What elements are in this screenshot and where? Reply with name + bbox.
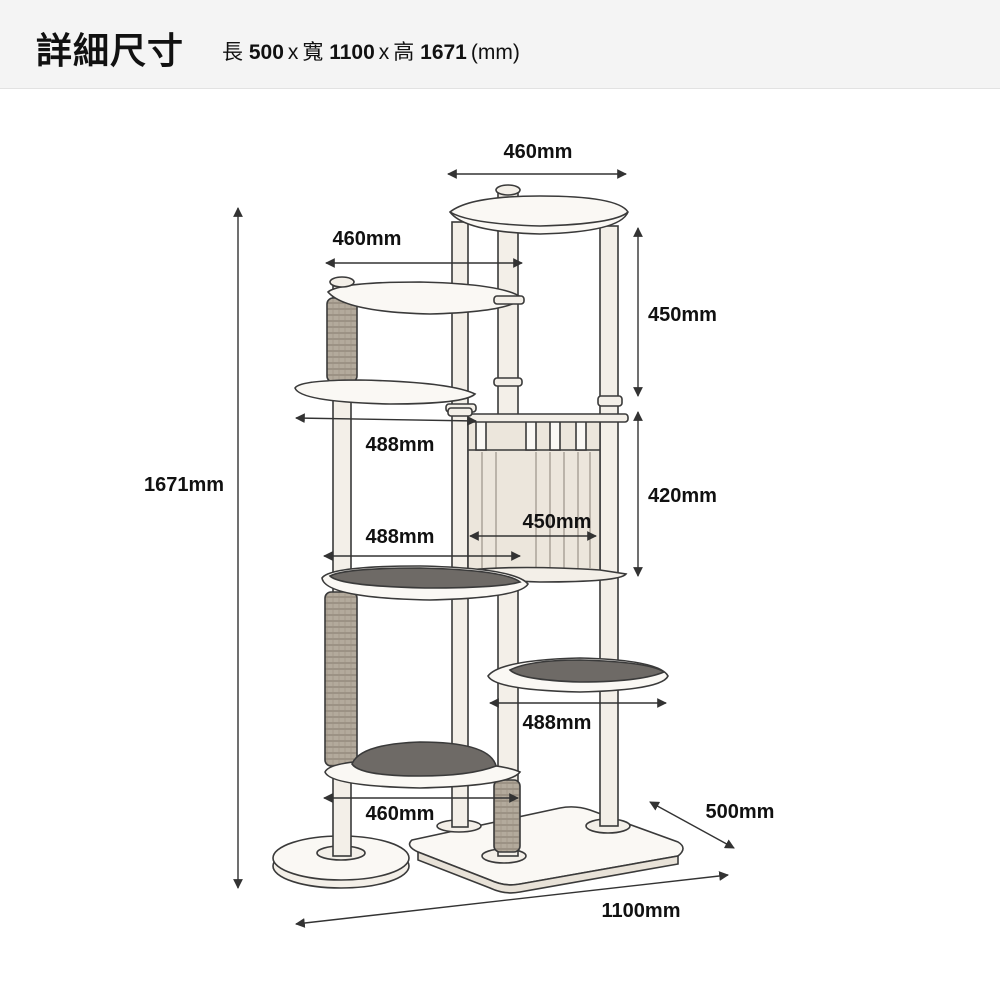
dimension-labels: 460mm 460mm 450mm 1671mm 488mm 420mm 450…: [144, 141, 775, 922]
label-second-width: 460mm: [333, 228, 402, 250]
cat-tree-diagram: 460mm 460mm 450mm 1671mm 488mm 420mm 450…: [144, 141, 775, 928]
unit-label: (mm): [470, 41, 520, 64]
label-box-height: 420mm: [648, 485, 717, 507]
sisal-lower: [324, 591, 358, 767]
top-platform: [448, 195, 629, 235]
dim-line-base-width: [295, 871, 729, 928]
height-value: 1671: [420, 41, 467, 64]
separator: x: [378, 41, 390, 64]
page-title: 詳細尺寸: [36, 30, 185, 71]
dimension-lines: [233, 169, 735, 928]
label-base-depth: 500mm: [706, 801, 775, 823]
label-middle-step: 488mm: [366, 526, 435, 548]
label-top-width: 460mm: [504, 141, 573, 163]
label-total-height: 1671mm: [144, 474, 224, 496]
label-left-step: 488mm: [366, 434, 435, 456]
label-bottom-left: 460mm: [366, 803, 435, 825]
label-base-width: 1100mm: [602, 900, 681, 922]
sisal-upper: [326, 297, 358, 383]
post-right: [599, 225, 619, 827]
width-label: 寬: [302, 41, 324, 64]
dim-line-base-depth: [649, 801, 735, 849]
left-step-platform: [294, 379, 477, 405]
width-value: 1100: [329, 41, 375, 64]
label-box-width: 450mm: [523, 511, 592, 533]
height-label: 高: [393, 41, 415, 64]
length-label: 長: [222, 41, 243, 64]
sisal-center-bottom: [493, 779, 521, 853]
cat-tree-illustration: [272, 184, 684, 894]
separator: x: [287, 41, 299, 64]
label-upper-gap: 450mm: [648, 304, 717, 326]
label-right-step: 488mm: [523, 712, 592, 734]
length-value: 500: [248, 41, 284, 64]
dim-line-left-step: [295, 413, 477, 426]
